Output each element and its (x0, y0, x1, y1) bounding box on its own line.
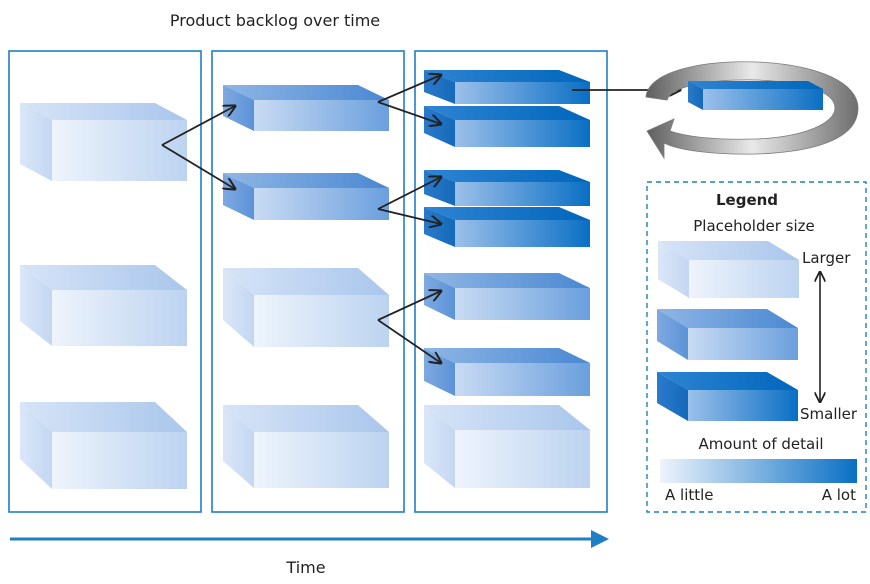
legend-size-heading: Placeholder size (693, 217, 815, 235)
backlog-item (20, 265, 187, 346)
backlog-item (424, 170, 590, 206)
backlog-item (20, 402, 187, 489)
backlog-item (223, 268, 389, 347)
legend-box (646, 181, 867, 513)
split-arrow (161, 106, 235, 146)
backlog-column-1 (8, 50, 202, 513)
detail-gradient-bar (660, 459, 857, 483)
backlog-item (223, 173, 389, 220)
legend-item-medium (657, 309, 798, 360)
backlog-item (424, 405, 590, 488)
backlog-item (424, 70, 590, 104)
split-arrow (377, 177, 441, 210)
time-axis-arrowhead (591, 530, 609, 548)
backlog-item (424, 273, 590, 320)
backlog-item (223, 405, 389, 488)
split-arrow (377, 75, 441, 103)
backlog-item (424, 348, 590, 396)
legend-little-label: A little (665, 486, 714, 504)
split-arrow (377, 101, 441, 124)
legend-item-larger (658, 241, 799, 298)
legend-title: Legend (716, 191, 778, 209)
split-arrow (377, 291, 441, 321)
backlog-item (424, 106, 590, 147)
backlog-item (223, 85, 389, 131)
legend-item-smaller (657, 372, 798, 421)
backlog-column-2 (211, 50, 405, 513)
legend-detail-heading: Amount of detail (698, 435, 823, 453)
legend-larger-label: Larger (802, 249, 851, 267)
split-arrow (377, 208, 441, 224)
diagram-title: Product backlog over time (170, 11, 380, 30)
split-arrow (377, 319, 441, 363)
time-label: Time (285, 558, 325, 577)
backlog-column-3 (414, 50, 608, 513)
backlog-item (424, 207, 590, 247)
split-arrow (161, 144, 235, 189)
backlog-item (20, 103, 187, 181)
legend-smaller-label: Smaller (800, 405, 858, 423)
legend-lot-label: A lot (822, 486, 856, 504)
sprint-item (688, 81, 823, 110)
